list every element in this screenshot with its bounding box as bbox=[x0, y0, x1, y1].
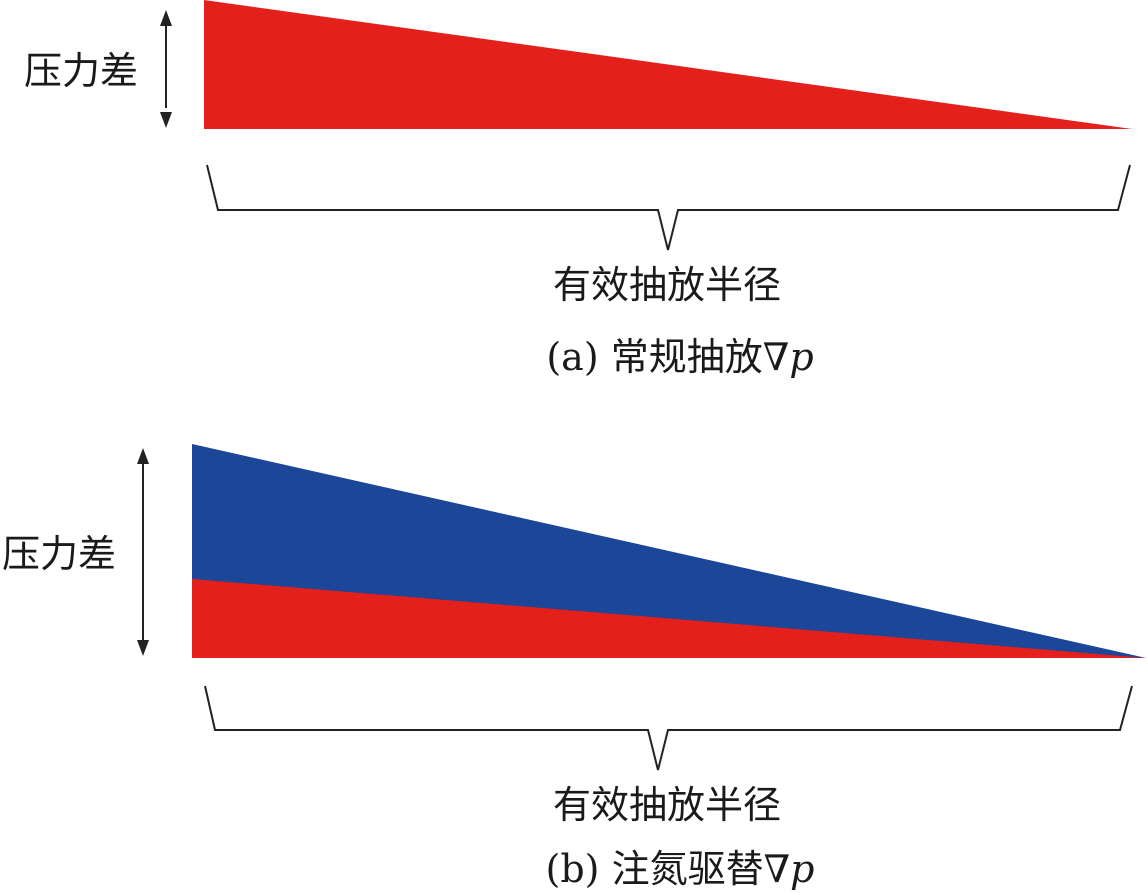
caption-a-var: p bbox=[789, 335, 813, 379]
panel-a: 压力差 有效抽放半径 (a) 常规抽放∇p bbox=[24, 0, 1132, 379]
caption-a: (a) 常规抽放∇p bbox=[546, 335, 813, 379]
pressure-arrow-b bbox=[137, 448, 149, 656]
caption-b-var: p bbox=[790, 847, 814, 891]
caption-b-prefix: (b) bbox=[546, 847, 612, 891]
caption-a-text: 常规抽放 bbox=[611, 335, 763, 379]
pressure-arrow-a bbox=[160, 10, 172, 128]
radius-brace-a bbox=[206, 164, 1131, 251]
red-wedge-a bbox=[204, 0, 1132, 129]
radius-brace-b bbox=[204, 685, 1133, 771]
caption-b-text: 注氮驱替 bbox=[612, 847, 764, 891]
x-label-b: 有效抽放半径 bbox=[553, 783, 781, 827]
caption-a-prefix: (a) bbox=[546, 335, 610, 379]
caption-b-nabla: ∇ bbox=[764, 847, 791, 891]
x-label-a: 有效抽放半径 bbox=[553, 263, 781, 307]
y-label-b: 压力差 bbox=[2, 532, 116, 576]
panel-b: 压力差 有效抽放半径 (b) 注氮驱替∇p bbox=[2, 444, 1146, 891]
caption-b: (b) 注氮驱替∇p bbox=[546, 847, 815, 891]
y-label-a: 压力差 bbox=[24, 49, 138, 93]
caption-a-nabla: ∇ bbox=[763, 335, 790, 379]
red-wedge-b bbox=[192, 579, 1146, 658]
